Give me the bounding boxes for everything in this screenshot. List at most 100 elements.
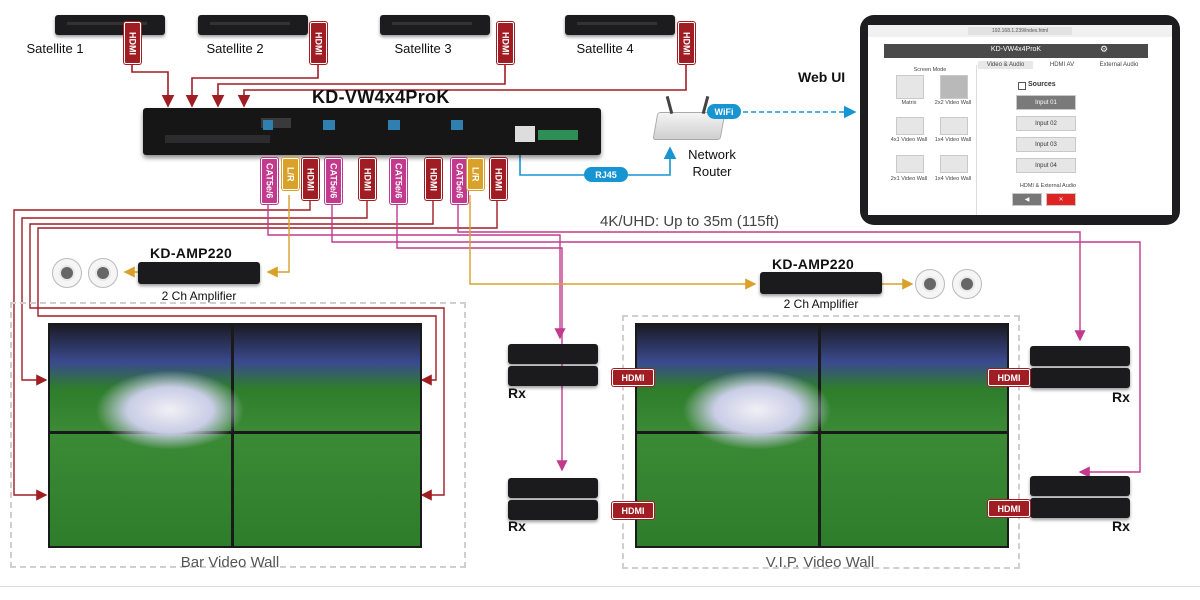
switcher-title: KD-VW4x4ProK	[312, 87, 450, 107]
output-4-cat-tag: CAT5e/6	[451, 158, 468, 204]
rx-left-bottom-a	[508, 478, 598, 498]
output-1-cat-tag: CAT5e/6	[261, 158, 278, 204]
rx-left-bottom-label: Rx	[508, 518, 526, 534]
output-1-hdmi-tag: HDMI	[302, 158, 319, 200]
speaker-right-2	[952, 269, 982, 299]
amp-left-desc: 2 Ch Amplifier	[161, 289, 237, 303]
mode-label-1x4b: 1x4 Video Wall	[934, 176, 972, 182]
amp-left-device	[138, 262, 260, 284]
bar-wall-frame	[10, 302, 466, 568]
mode-1x4-button[interactable]	[940, 117, 968, 135]
speaker-mute-button[interactable]: ✕	[1046, 193, 1076, 206]
distance-note: 4K/UHD: Up to 35m (115ft)	[600, 213, 779, 230]
vip-wall-panel-4	[819, 432, 1009, 548]
wifi-tag: WiFi	[707, 104, 741, 119]
amp-right-desc: 2 Ch Amplifier	[783, 297, 859, 311]
input-01-button[interactable]: Input 01	[1016, 95, 1076, 110]
bar-wall-label: Bar Video Wall	[180, 554, 280, 571]
rx-right-bottom-a	[1030, 476, 1130, 496]
rx-right-bottom-label: Rx	[1112, 518, 1130, 534]
mode-label-4x1: 4x1 Video Wall	[890, 137, 928, 143]
router-label-line2: Router	[692, 164, 732, 179]
output-3-hdmi-tag: HDMI	[425, 158, 442, 200]
bar-wall-panel-4	[232, 432, 422, 548]
audio-label: HDMI & External Audio	[1019, 183, 1077, 189]
satellite-label-2: Satellite 2	[206, 41, 264, 56]
output-2-cat-tag: CAT5e/6	[325, 158, 342, 204]
rx-left-top-b	[508, 366, 598, 386]
output-audio-lr-tag-1: L/R	[282, 158, 299, 190]
vip-wall-panel-3	[635, 432, 820, 548]
tab-hdmi-av[interactable]: HDMI AV	[1049, 62, 1075, 68]
rx-left-top-a	[508, 344, 598, 364]
satellite-cables	[131, 60, 687, 108]
satellite-3-hdmi-tag: HDMI	[497, 22, 514, 64]
input-03-button[interactable]: Input 03	[1016, 137, 1076, 152]
output-3-cat-tag: CAT5e/6	[390, 158, 407, 204]
satellite-receiver-2	[198, 15, 308, 35]
bar-wall-player	[95, 370, 245, 450]
tab-video-audio[interactable]: Video & Audio	[978, 61, 1033, 69]
rj45-tag: RJ45	[584, 167, 628, 182]
vip-wall-panel-2	[819, 323, 1009, 433]
hdmi-wall-cables	[13, 200, 498, 501]
rx-left-top-label: Rx	[508, 385, 526, 401]
mode-4x1-button[interactable]	[896, 117, 924, 135]
rx-right-bottom-hdmi-tag: HDMI	[988, 500, 1030, 517]
router-label-line1: Network	[688, 147, 736, 162]
mode-label-matrix: Matrix	[901, 100, 917, 106]
video-wall-switcher	[143, 108, 601, 155]
amp-right-model: KD-AMP220	[772, 256, 855, 272]
web-ui-screen: 192.168.1.239/index.html KD-VW4x4ProK ⚙ …	[868, 25, 1172, 215]
vip-wall-frame	[622, 315, 1020, 569]
mode-1x4b-button[interactable]	[940, 155, 968, 173]
tablet-device: 192.168.1.239/index.html KD-VW4x4ProK ⚙ …	[860, 15, 1180, 225]
amp-right-device	[760, 272, 882, 294]
browser-url-bar[interactable]: 192.168.1.239/index.html	[968, 27, 1072, 35]
web-ui-label: Web UI	[798, 69, 846, 85]
mode-matrix-button[interactable]	[896, 75, 924, 99]
tab-external-audio[interactable]: External Audio	[1099, 62, 1139, 68]
mode-2x2-button[interactable]	[940, 75, 968, 99]
input-04-button[interactable]: Input 04	[1016, 158, 1076, 173]
mode-label-1x4: 1x4 Video Wall	[934, 137, 972, 143]
output-2-hdmi-tag: HDMI	[359, 158, 376, 200]
amp-left-model: KD-AMP220	[150, 245, 233, 261]
sources-label: Sources	[1028, 81, 1056, 88]
mode-2x1-button[interactable]	[896, 155, 924, 173]
rx-left-top-hdmi-tag: HDMI	[612, 369, 654, 386]
mode-label-2x1: 2x1 Video Wall	[890, 176, 928, 182]
satellite-receiver-4	[565, 15, 675, 35]
rx-right-top-label: Rx	[1112, 389, 1130, 405]
vip-wall-label: V.I.P. Video Wall	[765, 554, 875, 571]
rx-right-top-hdmi-tag: HDMI	[988, 369, 1030, 386]
speaker-on-button[interactable]: ◀	[1012, 193, 1042, 206]
app-title: KD-VW4x4ProK	[990, 46, 1042, 53]
rx-right-top-a	[1030, 346, 1130, 366]
speaker-right-1	[915, 269, 945, 299]
speaker-left-2	[88, 258, 118, 288]
output-audio-lr-tag-2: L/R	[467, 158, 484, 190]
input-02-button[interactable]: Input 02	[1016, 116, 1076, 131]
settings-gear-icon[interactable]: ⚙	[1100, 44, 1109, 54]
app-header	[884, 44, 1148, 58]
satellite-receiver-1	[55, 15, 165, 35]
rx-right-top-b	[1030, 368, 1130, 388]
rx-left-bottom-b	[508, 500, 598, 520]
bar-wall-panel-2	[232, 323, 422, 433]
mode-label-2x2: 2x2 Video Wall	[934, 100, 972, 106]
satellite-receiver-3	[380, 15, 490, 35]
satellite-label-4: Satellite 4	[576, 41, 634, 56]
footer-divider	[0, 586, 1200, 587]
satellite-4-hdmi-tag: HDMI	[678, 22, 695, 64]
screen-mode-label: Screen Mode	[913, 67, 947, 73]
satellite-label-3: Satellite 3	[394, 41, 452, 56]
speaker-left-1	[52, 258, 82, 288]
bar-wall-panel-3	[48, 432, 233, 548]
satellite-2-hdmi-tag: HDMI	[310, 22, 327, 64]
satellite-1-hdmi-tag: HDMI	[124, 22, 141, 64]
vip-wall-player	[682, 370, 832, 450]
output-4-hdmi-tag: HDMI	[490, 158, 507, 200]
satellite-label-1: Satellite 1	[26, 41, 84, 56]
rx-right-bottom-b	[1030, 498, 1130, 518]
